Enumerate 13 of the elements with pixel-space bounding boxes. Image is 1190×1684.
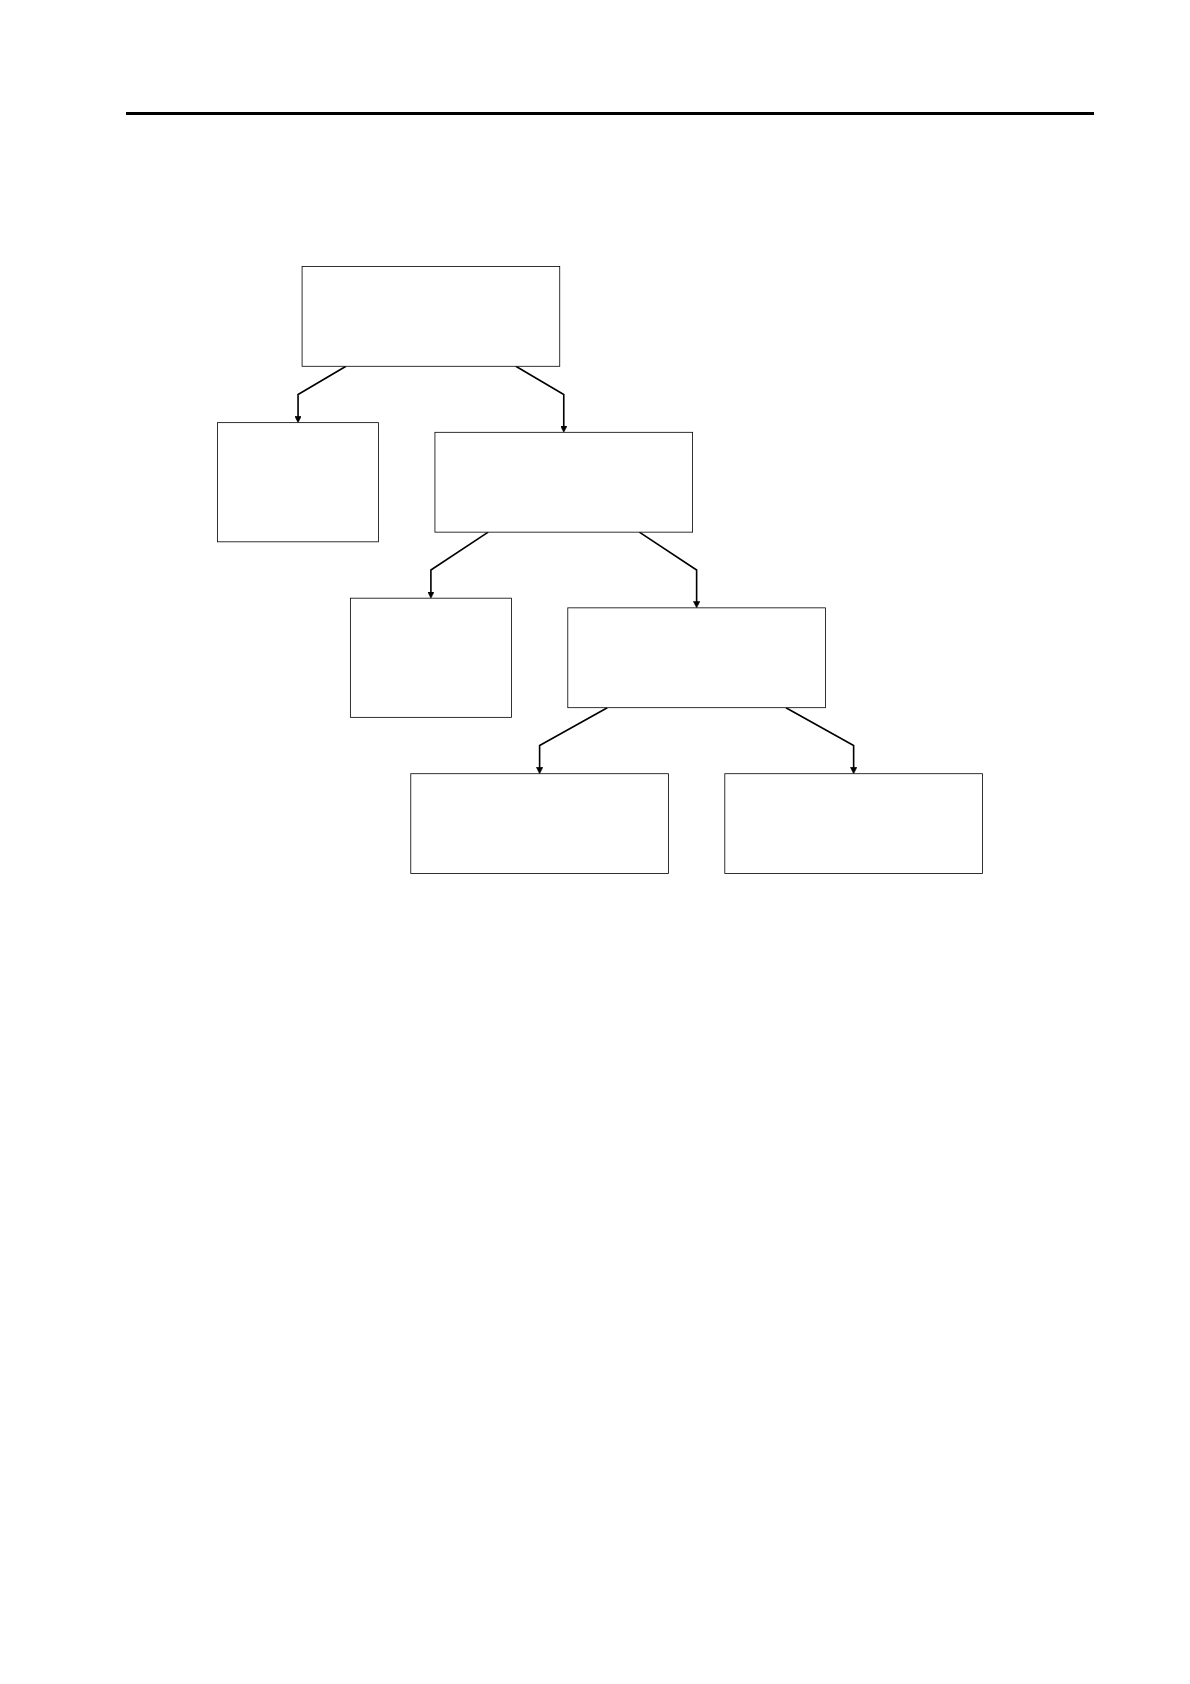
node-box	[217, 422, 379, 543]
node-box	[350, 597, 512, 718]
node-box	[724, 773, 983, 874]
node-box	[410, 773, 669, 874]
node-box	[567, 607, 826, 709]
arrow	[785, 706, 858, 775]
node-box	[434, 431, 693, 533]
arrow	[638, 531, 701, 609]
arrow	[515, 365, 568, 433]
arrow	[427, 531, 489, 599]
arrow	[294, 365, 347, 423]
arrow	[536, 706, 609, 775]
node-box	[301, 266, 561, 367]
